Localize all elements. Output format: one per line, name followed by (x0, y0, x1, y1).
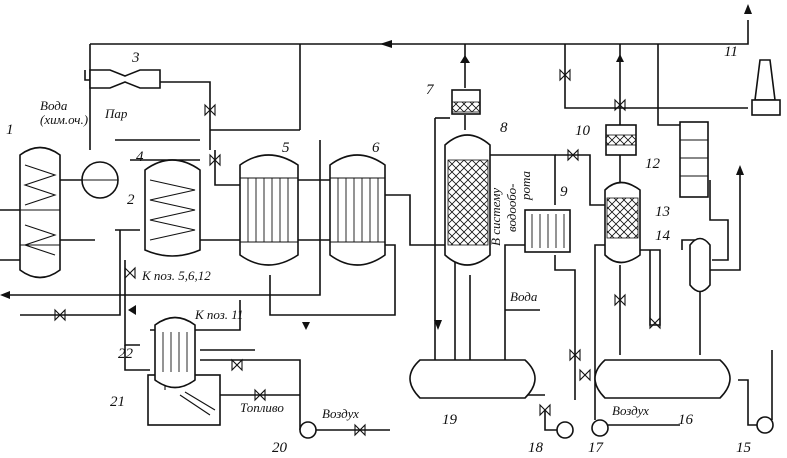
unit-12-heater (679, 121, 709, 198)
label-air-right: Воздух (612, 403, 649, 418)
label-water-circ-2: рота (518, 170, 533, 201)
flow-arrows (0, 4, 752, 330)
num-21: 21 (110, 394, 125, 410)
unit-5-heat-exchanger (239, 154, 299, 266)
label-air-left: Воздух (322, 406, 359, 421)
num-16: 16 (678, 412, 694, 428)
label-chem-treated: (хим.оч.) (40, 112, 88, 127)
unit-6-heat-exchanger (329, 154, 386, 266)
unit-2-separator (81, 161, 119, 199)
num-18: 18 (528, 440, 544, 456)
unit-8-column (444, 134, 491, 266)
label-to-pos-5-6-12: К поз. 5,6,12 (141, 268, 211, 283)
unit-11-stack (751, 59, 781, 116)
unit-19-tank (409, 359, 536, 399)
equipment-numbers: 1 2 3 4 5 6 7 8 9 10 11 12 13 14 15 16 1… (6, 44, 752, 456)
label-fuel: Топливо (240, 400, 284, 415)
unit-22-heat-exchanger (154, 316, 196, 389)
num-22: 22 (118, 346, 134, 362)
num-8: 8 (500, 120, 508, 136)
num-12: 12 (645, 156, 661, 172)
valves (54, 68, 661, 437)
num-15: 15 (736, 440, 752, 456)
unit-4-heater (144, 159, 201, 257)
label-water-mid: Вода (510, 289, 538, 304)
num-13: 13 (655, 204, 670, 220)
num-4: 4 (136, 149, 144, 165)
num-19: 19 (442, 412, 458, 428)
num-7: 7 (426, 82, 435, 98)
unit-9-heat-exchanger (524, 209, 571, 253)
num-17: 17 (588, 440, 605, 456)
num-11: 11 (724, 44, 738, 60)
unit-1-boiler (19, 146, 61, 279)
stream-labels: Вода (хим.оч.) Пар К поз. 5,6,12 К поз. … (40, 98, 649, 421)
label-water: Вода (40, 98, 68, 113)
label-to-system: В систему (488, 188, 503, 246)
num-1: 1 (6, 122, 14, 138)
label-to-pos-11: К поз. 11 (194, 307, 243, 322)
unit-7-filter (451, 89, 481, 115)
unit-10-filter (605, 124, 637, 156)
unit-16-tank (594, 359, 731, 399)
num-3: 3 (131, 50, 140, 66)
label-water-circ-1: водообо- (504, 184, 519, 232)
num-10: 10 (575, 123, 591, 139)
pumps (299, 416, 774, 439)
label-steam: Пар (104, 106, 128, 121)
num-20: 20 (272, 440, 288, 456)
unit-14-separator (689, 237, 711, 293)
num-5: 5 (282, 140, 290, 156)
num-6: 6 (372, 140, 380, 156)
num-14: 14 (655, 228, 671, 244)
num-9: 9 (560, 184, 568, 200)
unit-13-column (604, 181, 641, 264)
unit-3-ejector (89, 69, 161, 89)
num-2: 2 (127, 192, 135, 208)
